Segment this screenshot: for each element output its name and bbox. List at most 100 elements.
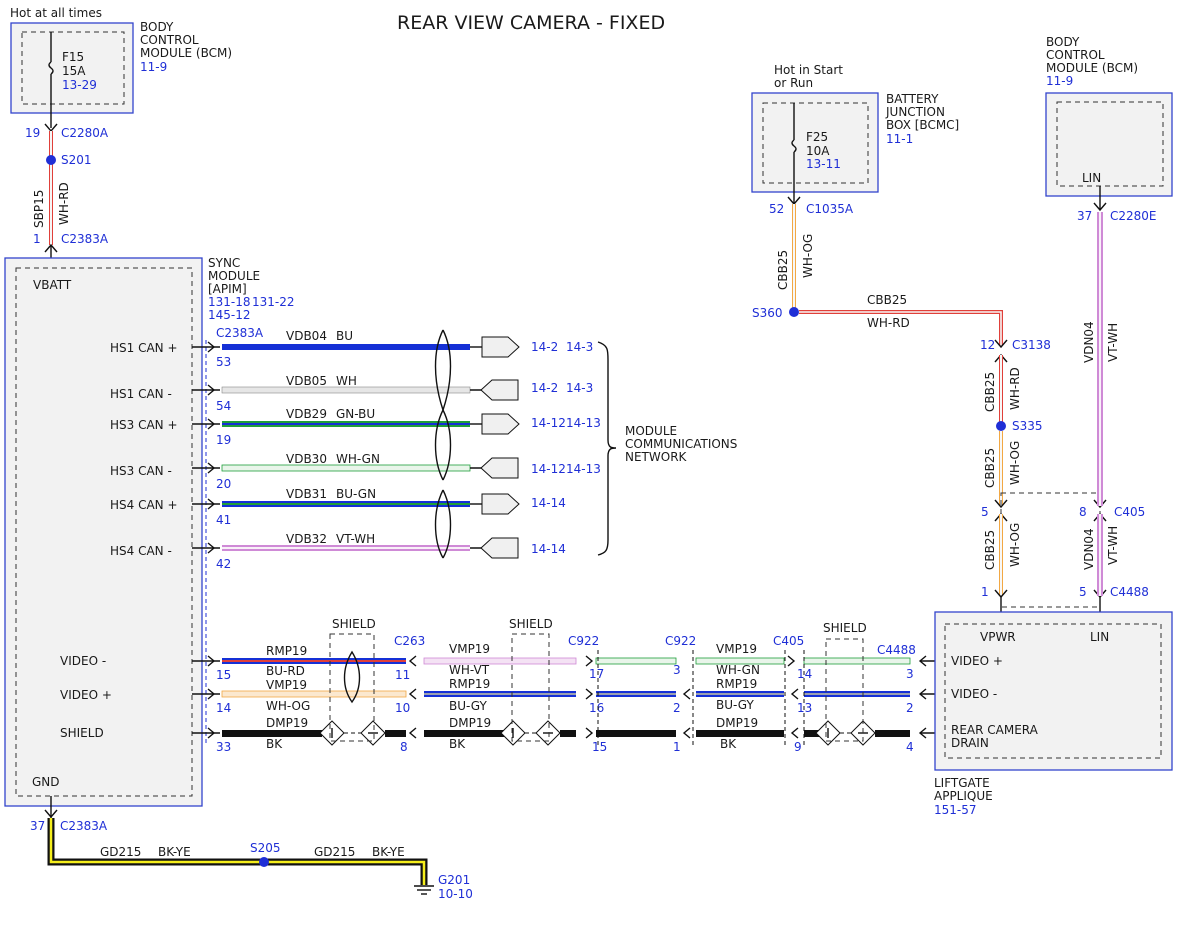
wire-circuit: VDN04 — [1082, 321, 1096, 363]
lin-label-bcm: LIN — [1082, 171, 1101, 185]
shield-label-3: SHIELD — [823, 621, 867, 635]
twisted-pair-symbol — [343, 650, 361, 704]
pin-8: 8 — [400, 740, 408, 754]
can-line-label: HS4 CAN + — [110, 498, 178, 512]
bjb-dashed-box — [762, 102, 869, 184]
can-line-label: HS1 CAN + — [110, 341, 178, 355]
page-ref: 14-3 — [566, 381, 593, 395]
wire-circuit: VMP19 — [716, 642, 757, 656]
connector-c3138: C3138 — [1012, 338, 1051, 352]
pin-33: 33 — [216, 740, 231, 754]
wire-circuit: CBB25 — [776, 250, 790, 290]
splice-s205-dot — [259, 857, 269, 867]
camera-ref: 151-57 — [934, 803, 977, 817]
connector-c922: C922 — [568, 634, 599, 648]
wire-sbp15-circuit: SBP15 — [32, 190, 46, 228]
pin-19: 19 — [25, 126, 40, 140]
cont-arrow-4 — [480, 457, 519, 479]
pin-42: 42 — [216, 557, 231, 571]
fuse-f15-amps: 15A — [62, 64, 86, 78]
wire-color: BK — [449, 737, 466, 751]
bcm-right-ref: 11-9 — [1046, 74, 1073, 88]
sync-module-name-2: MODULE — [208, 269, 260, 283]
wire-color: WH-RD — [1008, 367, 1022, 410]
cont-arrow-3 — [481, 413, 520, 435]
bjb-power-label-1: Hot in Start — [774, 63, 843, 77]
pin-1-c4488: 1 — [981, 585, 989, 599]
camera-module-dashed-box — [944, 623, 1162, 759]
wire-color: BU-GN — [336, 487, 376, 501]
bcm-left-name-1: BODY — [140, 20, 174, 34]
connector-c405: C405 — [773, 634, 804, 648]
shield-label-1: SHIELD — [332, 617, 376, 631]
can-line-label: HS4 CAN - — [110, 544, 172, 558]
pin-17: 17 — [589, 667, 604, 681]
connector-c2280a: C2280A — [61, 126, 109, 140]
connector-c922-b: C922 — [665, 634, 696, 648]
pin-2: 2 — [673, 701, 681, 715]
page-ref: 14-12 — [531, 462, 566, 476]
pin-14-apim: 14 — [216, 701, 231, 715]
wire-color: BK — [720, 737, 737, 751]
wire-circuit: DMP19 — [449, 716, 491, 730]
bcm-left-dashed-box — [21, 31, 125, 105]
camera-module-box — [934, 611, 1173, 771]
bcm-left-power-label: Hot at all times — [10, 6, 102, 20]
wire-color: BU-GY — [716, 698, 754, 712]
cont-arrow-2 — [480, 379, 519, 401]
wire-color: BU-GY — [449, 699, 487, 713]
can-bus-group: HS1 CAN + VDB04 BU 53 14-2 14-3 HS1 CAN … — [110, 329, 601, 571]
connector-c4488-right: C4488 — [1110, 585, 1149, 599]
bjb-name-2: JUNCTION — [885, 105, 945, 119]
pin-37-bcm: 37 — [1077, 209, 1092, 223]
bcm-left-name-2: CONTROL — [140, 33, 199, 47]
splice-s335-dot — [996, 421, 1006, 431]
wire-circuit: VDB29 — [286, 407, 327, 421]
bcm-left-ref: 11-9 — [140, 60, 167, 74]
pin-54: 54 — [216, 399, 231, 413]
twisted-pair-symbol — [434, 329, 444, 411]
pin-19-can: 19 — [216, 433, 231, 447]
page-ref: 14-2 — [531, 340, 558, 354]
wire-circuit: VMP19 — [266, 678, 307, 692]
wire-circuit: VMP19 — [449, 642, 490, 656]
splice-s201-dot — [46, 155, 56, 165]
splice-s360-dot — [789, 307, 799, 317]
wire-circuit: CBB25 — [983, 530, 997, 570]
wire-circuit: CBB25 — [983, 448, 997, 488]
bcm-right-dashed-box — [1056, 101, 1164, 187]
wire-color: BK-YE — [158, 845, 191, 859]
wire-color: WH-OG — [1008, 523, 1022, 567]
connector-c2383a-vbatt: C2383A — [61, 232, 109, 246]
can-line-label: HS3 CAN + — [110, 418, 178, 432]
connector-c263: C263 — [394, 634, 425, 648]
pin-1-drain: 1 — [673, 740, 681, 754]
fuse-f15-ref: 13-29 — [62, 78, 97, 92]
sync-module-name-3: [APIM] — [208, 282, 247, 296]
pin-14: 14 — [797, 667, 812, 681]
splice-s201-label: S201 — [61, 153, 92, 167]
page-ref: 14-13 — [566, 462, 601, 476]
wire-circuit: DMP19 — [716, 716, 758, 730]
pin-2-cam: 2 — [906, 701, 914, 715]
cont-arrow-6 — [480, 537, 519, 559]
vpwr-label: VPWR — [980, 630, 1016, 644]
sync-module-ref-1: 131-18 — [208, 295, 251, 309]
fuse-f25-symbol — [791, 139, 797, 153]
ground-g201: G201 — [438, 873, 470, 887]
wire-circuit: VDB04 — [286, 329, 327, 343]
shield-box-1 — [329, 633, 375, 742]
can-line-label: HS1 CAN - — [110, 387, 172, 401]
pin-15: 15 — [216, 668, 231, 682]
wire-vmp19-wh-og — [221, 690, 407, 698]
shield-label-2: SHIELD — [509, 617, 553, 631]
bcm-right-name-3: MODULE (BCM) — [1046, 61, 1138, 75]
fuse-f25-label: F25 — [806, 130, 828, 144]
camera-video-plus-label: VIDEO + — [951, 654, 1003, 668]
wire-color: VT-WH — [1106, 526, 1120, 565]
bjb-box — [751, 92, 879, 193]
splice-s205-label: S205 — [250, 841, 281, 855]
wire-color: WH-GN — [336, 452, 380, 466]
connector-c405-right: C405 — [1114, 505, 1145, 519]
pin-52: 52 — [769, 202, 784, 216]
